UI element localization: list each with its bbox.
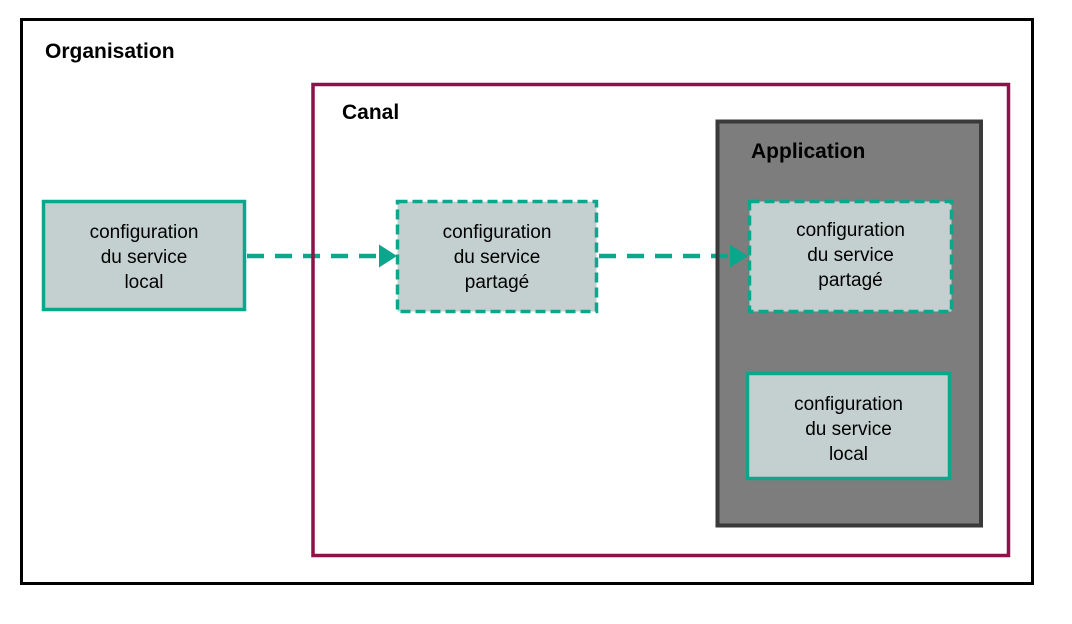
config-box-local-organisation: configuration du service local (41, 199, 247, 312)
arrow-right-icon (379, 244, 397, 268)
config-box-label-line: local (124, 272, 163, 293)
config-box-label-line: configuration (443, 222, 552, 243)
canal-box (311, 82, 1011, 558)
config-box-label-line: du service (805, 419, 892, 440)
config-box-local-application-rect (745, 371, 952, 481)
config-box-label-line: partagé (818, 270, 882, 291)
config-box-label-line: configuration (794, 394, 903, 415)
config-box-label-line: configuration (90, 222, 199, 243)
config-box-shared-application: configuration du service partagé (747, 199, 954, 314)
application-label: Application (751, 140, 865, 163)
application-box-border (715, 119, 983, 528)
config-box-label-line: configuration (796, 220, 905, 241)
arrow-shared-to-application (599, 244, 748, 268)
arrow-right-icon (730, 244, 748, 268)
config-box-shared-application-rect (747, 199, 954, 314)
config-box-local-application: configuration du service local (745, 371, 952, 481)
config-box-shared-canal-rect (395, 199, 599, 314)
organisation-label: Organisation (45, 40, 175, 63)
config-box-label-line: du service (101, 247, 188, 268)
config-box-label-line: local (829, 444, 868, 465)
config-box-shared-canal: configuration du service partagé (395, 199, 599, 314)
config-box-label-line: partagé (465, 272, 529, 293)
config-box-label-line: du service (454, 247, 541, 268)
config-box-label-line: du service (807, 245, 894, 266)
canal-label: Canal (342, 101, 399, 124)
config-box-local-organisation-rect (41, 199, 247, 312)
